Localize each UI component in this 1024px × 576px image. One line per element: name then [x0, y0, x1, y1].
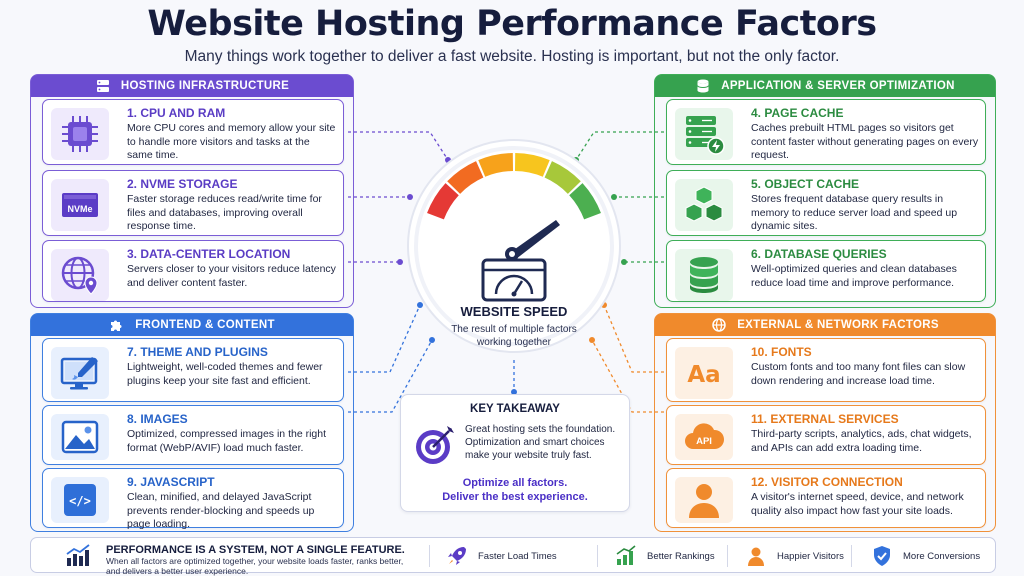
card-title: 1. CPU AND RAM — [127, 106, 226, 120]
benefit-more-conversions: More Conversions — [871, 543, 980, 569]
card-theme-and-plugins: 7. THEME AND PLUGINS Lightweight, well-c… — [42, 338, 344, 402]
server-stack-icon — [96, 80, 109, 92]
key-takeaway-cta: Optimize all factors. Deliver the best e… — [442, 477, 588, 503]
card-description: Stores frequent database query results i… — [751, 193, 958, 232]
key-takeaway-title: KEY TAKEAWAY — [470, 403, 560, 415]
benefit-faster-load-times: Faster Load Times — [446, 543, 557, 569]
external-network-header: EXTERNAL & NETWORK FACTORS — [655, 314, 995, 336]
card-description: More CPU cores and memory allow your sit… — [127, 122, 336, 161]
card-data-center-location: 3. DATA-CENTER LOCATION Servers closer t… — [42, 240, 344, 302]
card-title: 2. NVME STORAGE — [127, 177, 238, 191]
footer-divider — [727, 545, 728, 567]
page-subtitle: Many things work together to deliver a f… — [184, 48, 840, 65]
database-icon — [697, 79, 710, 93]
monitor-brush-icon — [60, 357, 98, 390]
code-icon: </> — [64, 484, 96, 516]
gauge-segment — [478, 153, 514, 177]
gauge-needle — [505, 220, 560, 261]
card-title: 3. DATA-CENTER LOCATION — [127, 247, 291, 261]
gauge-segment — [427, 183, 459, 220]
nvme-drive-icon: NVMe — [62, 193, 98, 217]
gauge-segment — [447, 161, 484, 195]
card-images: 8. IMAGES Optimized, compressed images i… — [42, 405, 344, 465]
card-description: A visitor's internet speed, device, and … — [751, 491, 964, 517]
application-server-section: APPLICATION & SERVER OPTIMIZATION — [654, 74, 996, 308]
card-fonts: Aa 10. FONTS Custom fonts and too many f… — [666, 338, 986, 402]
puzzle-icon — [111, 320, 122, 331]
key-takeaway-description: Great hosting sets the foundation. Optim… — [465, 424, 616, 461]
target-icon — [416, 426, 454, 464]
card-external-services: API 11. EXTERNAL SERVICES Third-party sc… — [666, 405, 986, 465]
image-icon — [61, 420, 99, 454]
key-takeaway-box: KEY TAKEAWAY Great hosting sets the foun… — [400, 394, 630, 512]
card-javascript: </> 9. JAVASCRIPT Clean, minified, and d… — [42, 468, 344, 530]
card-cpu-and-ram: 1. CPU AND RAM More CPU cores and memory… — [42, 99, 344, 165]
hosting-infrastructure-header: HOSTING INFRASTRUCTURE — [31, 75, 353, 97]
application-server-header: APPLICATION & SERVER OPTIMIZATION — [655, 75, 995, 97]
frontend-content-header: FRONTEND & CONTENT — [31, 314, 353, 336]
card-description: Lightweight, well-coded themes and fewer… — [127, 361, 323, 387]
footer-headline: PERFORMANCE IS A SYSTEM, NOT A SINGLE FE… — [106, 544, 405, 556]
happy-user-icon — [748, 547, 764, 566]
user-icon — [689, 484, 719, 518]
card-database-queries: 6. DATABASE QUERIES Well-optimized queri… — [666, 240, 986, 302]
svg-text:Aa: Aa — [687, 362, 720, 388]
card-title: 9. JAVASCRIPT — [127, 475, 215, 489]
external-network-section: EXTERNAL & NETWORK FACTORS — [654, 313, 996, 532]
card-description: Optimized, compressed images in the righ… — [127, 428, 327, 454]
gauge-segment — [544, 161, 581, 195]
speed-gauge — [407, 139, 621, 353]
card-title: 6. DATABASE QUERIES — [751, 247, 887, 261]
card-title: 8. IMAGES — [127, 412, 188, 426]
footer-description: When all factors are optimized together,… — [106, 556, 404, 576]
footer-divider — [851, 545, 852, 567]
gauge-segment — [514, 153, 550, 177]
rising-bars-icon — [616, 545, 636, 565]
card-description: Custom fonts and too many font files can… — [751, 361, 966, 387]
website-speed-title: WEBSITE SPEED — [460, 304, 568, 319]
cpu-chip-icon — [62, 116, 98, 152]
speedometer-icon — [481, 258, 547, 302]
shield-check-icon — [874, 546, 890, 566]
card-title: 7. THEME AND PLUGINS — [127, 345, 268, 359]
server-bolt-icon — [686, 116, 725, 155]
card-description: Well-optimized queries and clean databas… — [751, 263, 957, 289]
card-title: 5. OBJECT CACHE — [751, 177, 860, 191]
card-object-cache: 5. OBJECT CACHE Stores frequent database… — [666, 170, 986, 236]
svg-text:</>: </> — [69, 494, 91, 508]
frontend-content-section: FRONTEND & CONTENT — [30, 313, 354, 532]
card-page-cache: 4. PAGE CACHE Caches prebuilt HTML pages… — [666, 99, 986, 165]
card-nvme-storage: NVMe 2. NVME STORAGE Faster storage redu… — [42, 170, 344, 236]
benefit-happier-visitors: Happier Visitors — [745, 543, 844, 569]
card-title: 10. FONTS — [751, 345, 812, 359]
card-description: Clean, minified, and delayed JavaScript … — [127, 491, 315, 530]
svg-text:NVMe: NVMe — [67, 204, 92, 214]
footer-divider — [429, 545, 430, 567]
page-title: Website Hosting Performance Factors — [147, 4, 877, 44]
card-title: 4. PAGE CACHE — [751, 106, 844, 120]
card-visitor-connection: 12. VISITOR CONNECTION A visitor's inter… — [666, 468, 986, 528]
footer-divider — [597, 545, 598, 567]
card-description: Servers closer to your visitors reduce l… — [127, 263, 336, 289]
card-description: Third-party scripts, analytics, ads, cha… — [751, 428, 972, 454]
database-stack-icon — [690, 257, 718, 293]
card-title: 12. VISITOR CONNECTION — [751, 475, 903, 489]
api-cloud-icon: API — [685, 423, 725, 449]
benefit-better-rankings: Better Rankings — [615, 543, 715, 569]
font-icon: Aa — [687, 362, 720, 388]
website-speed-description: The result of multiple factors working t… — [451, 324, 577, 348]
gauge-segment — [569, 183, 601, 220]
card-title: 11. EXTERNAL SERVICES — [751, 412, 899, 426]
svg-text:API: API — [696, 436, 712, 447]
cubes-icon — [685, 186, 723, 222]
card-description: Faster storage reduces read/write time f… — [127, 193, 322, 232]
globe-icon — [712, 318, 726, 332]
globe-location-icon — [61, 256, 98, 295]
card-description: Caches prebuilt HTML pages so visitors g… — [751, 122, 979, 161]
footer-bar: PERFORMANCE IS A SYSTEM, NOT A SINGLE FE… — [30, 537, 996, 576]
bar-chart-icon — [66, 544, 90, 566]
hosting-infrastructure-section: HOSTING INFRASTRUCTURE — [30, 74, 354, 308]
rocket-icon — [448, 547, 466, 565]
